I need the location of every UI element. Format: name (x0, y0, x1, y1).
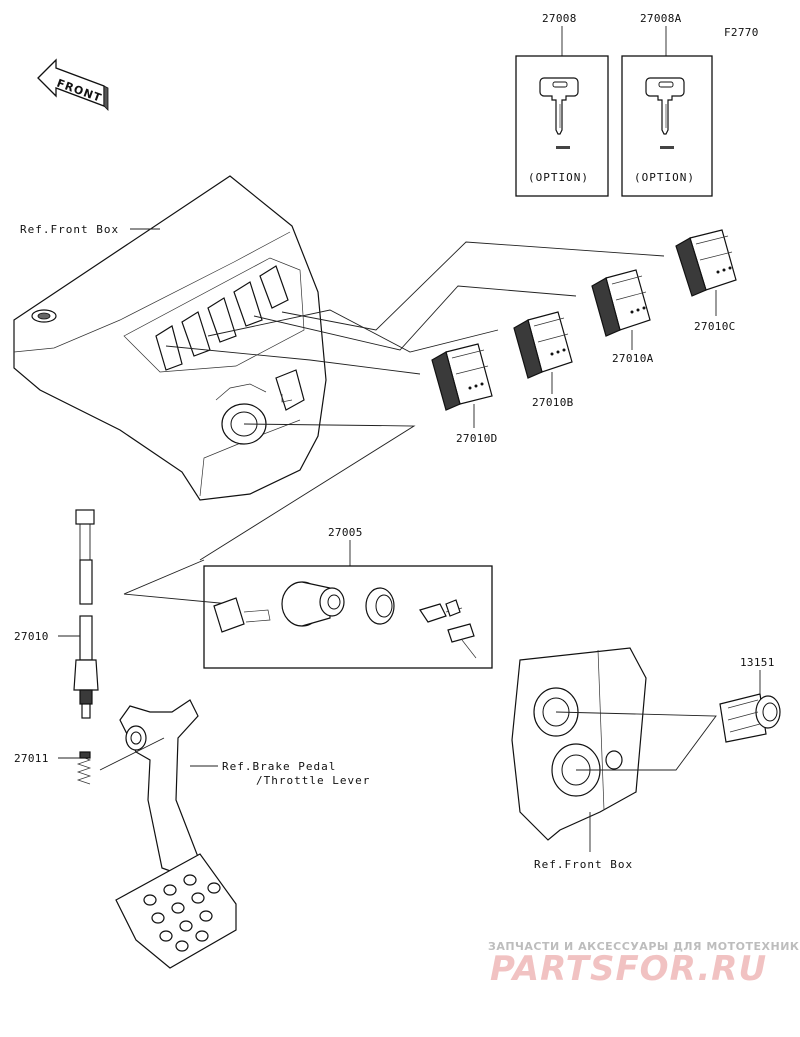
ignition-switch-box (203, 565, 493, 669)
part-label-27008a: 27008A (640, 12, 682, 25)
brake-switch (73, 509, 99, 719)
ref-brake-pedal-line2: /Throttle Lever (256, 774, 370, 787)
spring (76, 751, 92, 785)
part-label-27011: 27011 (14, 752, 49, 765)
part-label-27010d: 27010D (456, 432, 498, 445)
front-box-lower (511, 647, 647, 841)
rocker-switch-27010b (513, 311, 573, 394)
key-27008-group: 27008 (OPTION) (515, 12, 609, 197)
watermark-logo: PARTSFOR.RU (490, 949, 767, 989)
front-box-dashboard (13, 175, 327, 501)
option-label-27008a: (OPTION) (634, 171, 695, 184)
key-icon (539, 77, 579, 135)
brake-pedal (115, 699, 237, 969)
ignition-switch (213, 581, 345, 633)
ref-brake-pedal-line1: Ref.Brake Pedal (222, 760, 336, 773)
switch-slots (155, 265, 289, 371)
power-socket (719, 693, 781, 743)
key-icon (645, 77, 685, 135)
key-27008a-group: 27008A (OPTION) (621, 12, 713, 197)
figure-code: F2770 (724, 26, 759, 39)
part-label-27005: 27005 (328, 526, 363, 539)
pedal-holes (143, 874, 221, 952)
rocker-switch-27010a (591, 269, 651, 350)
option-label-27008: (OPTION) (528, 171, 589, 184)
ref-front-box-bottom: Ref.Front Box (534, 858, 633, 871)
part-label-27010b: 27010B (532, 396, 574, 409)
ref-front-box-top: Ref.Front Box (20, 223, 119, 236)
watermark-line1: ЗАПЧАСТИ И АКСЕССУАРЫ ДЛЯ МОТОТЕХНИКИ (488, 940, 800, 953)
part-label-27010a: 27010A (612, 352, 654, 365)
part-label-13151: 13151 (740, 656, 775, 669)
leader-lines-switches (165, 241, 665, 561)
ignition-keys (419, 599, 477, 659)
part-label-27010: 27010 (14, 630, 49, 643)
part-label-27010c: 27010C (694, 320, 736, 333)
ignition-nut (365, 587, 395, 625)
part-label-27008: 27008 (542, 12, 577, 25)
rocker-switch-27010c (675, 229, 737, 316)
rocker-switch-27010d (431, 343, 493, 428)
front-arrow-icon: FRONT (37, 58, 109, 111)
